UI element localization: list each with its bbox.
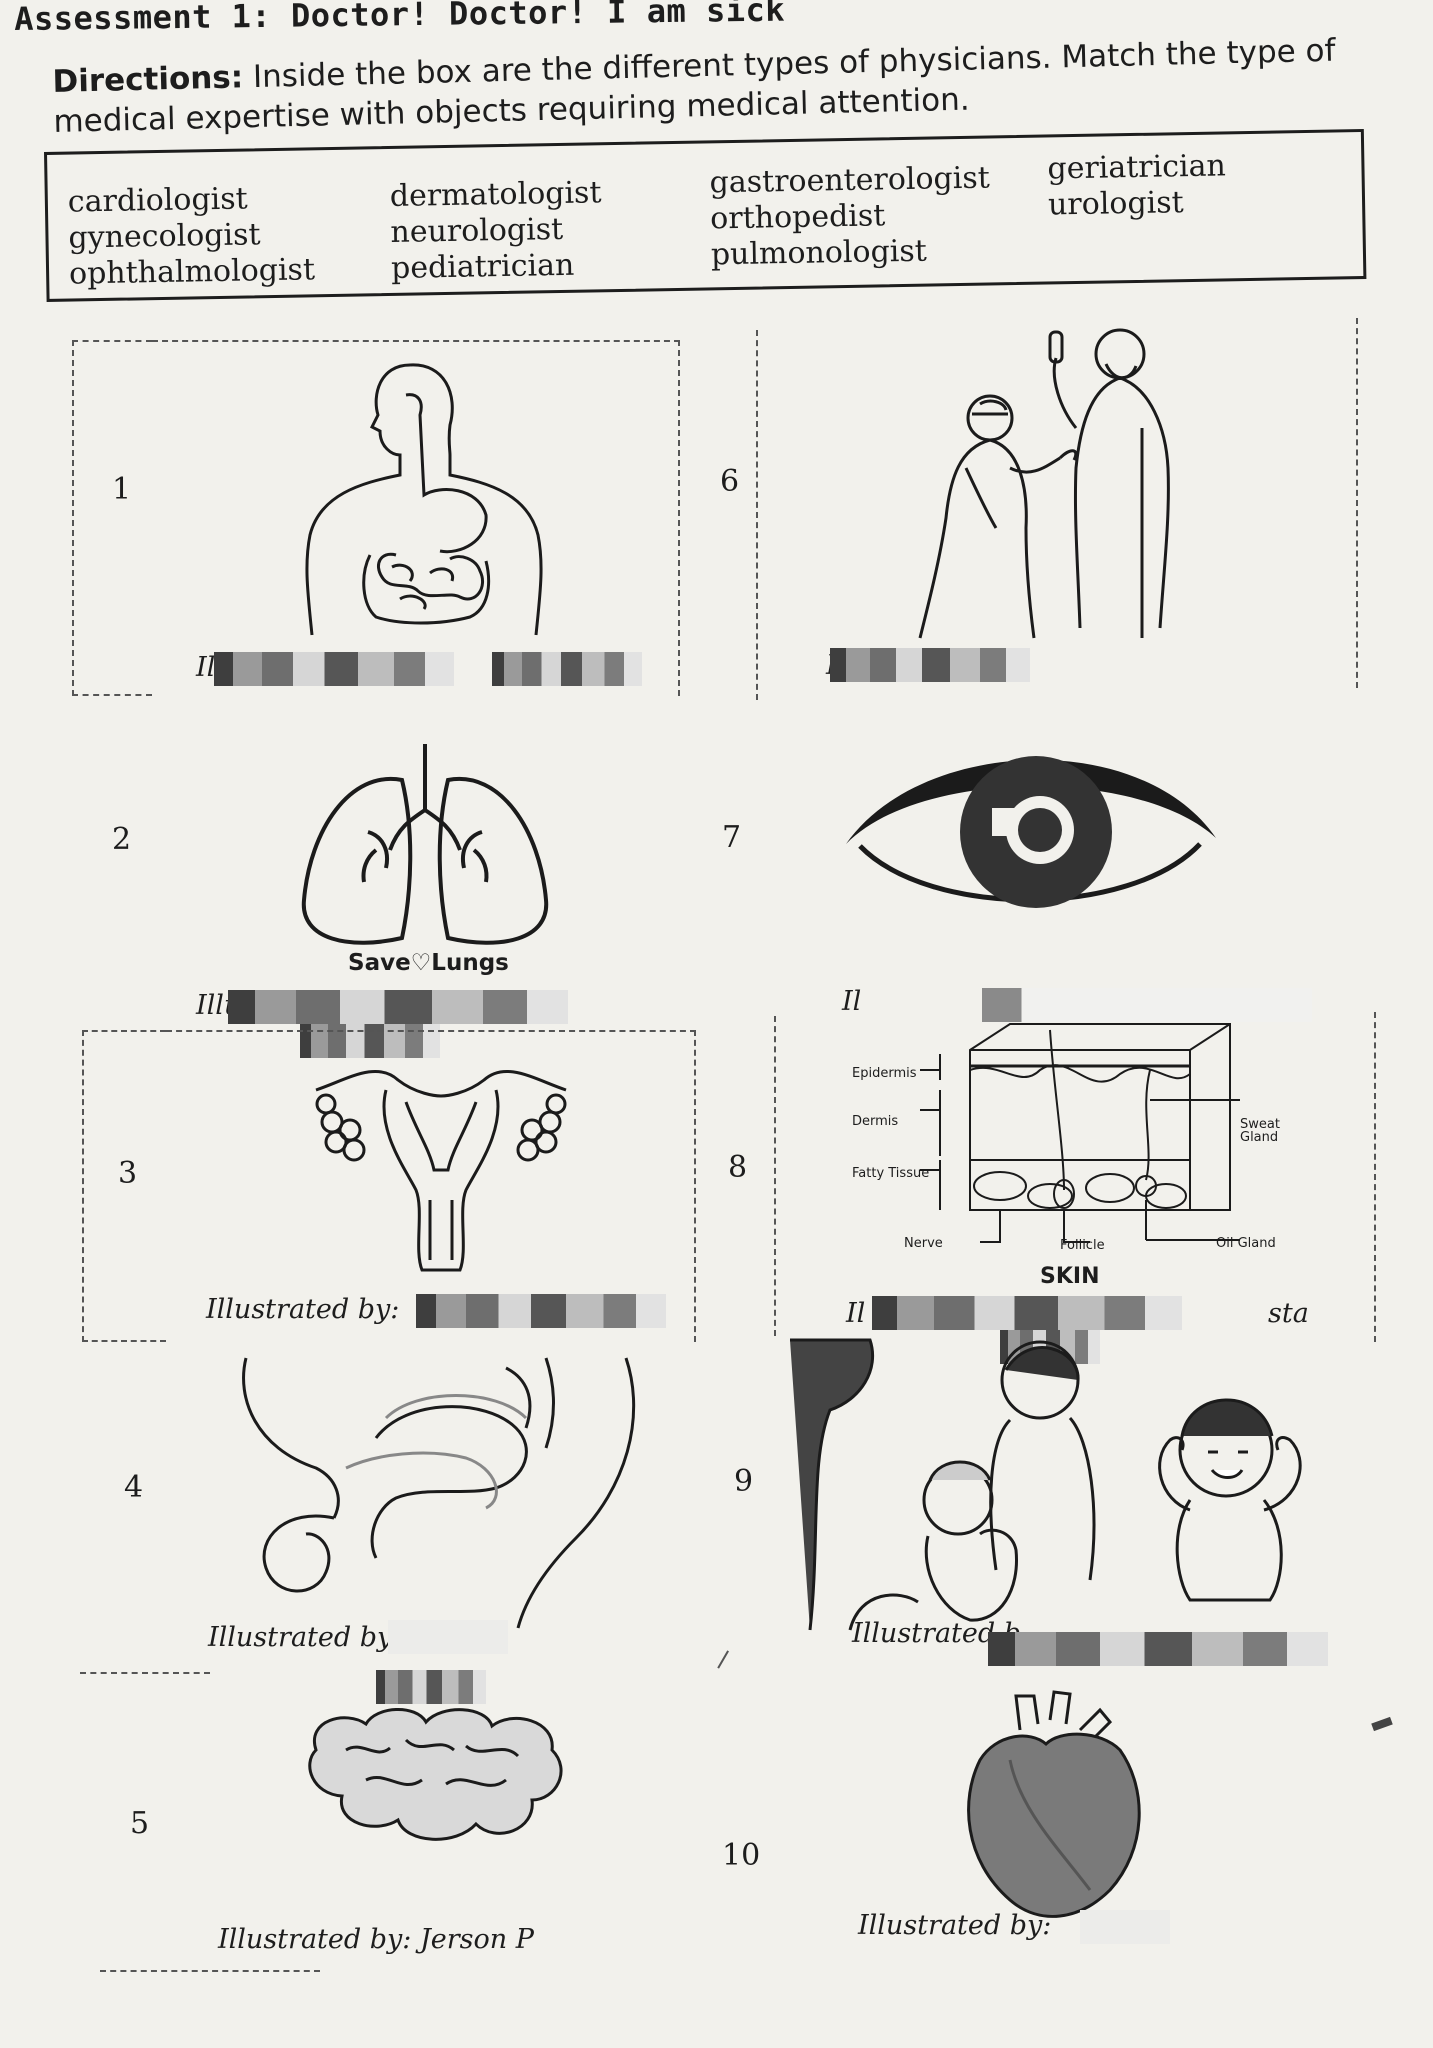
item-1-number: 1 [112, 472, 132, 507]
term-orthopedist: orthopedist [709, 198, 886, 237]
skin-label-nerve: Nerve [904, 1236, 943, 1251]
skin-label-dermis: Dermis [852, 1114, 899, 1129]
term-geriatrician: geriatrician [1047, 148, 1227, 187]
uterus-illustration [315, 1069, 567, 1272]
skin-label-sweat-gland: Sweat Gland [1240, 1117, 1280, 1145]
digestive-system-illustration [305, 363, 543, 636]
item-3-credit: Illustrated by: [206, 1294, 400, 1325]
term-pulmonologist: pulmonologist [710, 233, 928, 273]
eye-illustration [846, 756, 1216, 908]
male-urinary-system-illustration [242, 1357, 636, 1629]
term-pediatrician: pediatrician [390, 247, 575, 286]
item-3-frame [166, 1030, 696, 1342]
physician-word-box: cardiologist gynecologist ophthalmologis… [44, 128, 1367, 302]
item-10-number: 10 [722, 1838, 761, 1873]
item-2-number: 2 [112, 822, 132, 857]
item-1-frame [152, 340, 680, 696]
item-6-right-border [1300, 318, 1358, 688]
skin-cross-section-illustration [920, 1023, 1240, 1243]
item-8-right-border [1300, 1012, 1376, 1342]
item-6-number: 6 [720, 464, 740, 499]
term-cardiologist: cardiologist [67, 181, 248, 220]
item-5-divider [100, 1970, 320, 1972]
skin-label-epidermis: Epidermis [852, 1066, 917, 1081]
brain-illustration [308, 1708, 563, 1841]
item-7-credit: Il [842, 986, 862, 1017]
elderly-couple-illustration [918, 328, 1170, 639]
item-4-divider [80, 1672, 210, 1674]
item-9-number: 9 [734, 1464, 754, 1499]
term-ophthalmologist: ophthalmologist [68, 252, 316, 292]
item-3-number-box [82, 1030, 166, 1342]
item-2-credit-redacted-2 [300, 1024, 440, 1058]
item-8-credit: Il [846, 1298, 866, 1329]
item-4-credit: Illustrated by: [208, 1622, 402, 1653]
item-4-number: 4 [124, 1470, 144, 1505]
term-gastroenterologist: gastroenterologist [709, 160, 991, 201]
item-6-left-border [756, 330, 760, 700]
item-8-credit-tail: sta [1268, 1298, 1309, 1329]
item-2-credit-redacted [228, 990, 568, 1024]
item-1-number-box [72, 340, 152, 696]
directions: Directions: Inside the box are the diffe… [52, 30, 1374, 142]
item-1-credit-redacted-2 [492, 652, 642, 686]
heart-illustration [967, 1690, 1141, 1918]
item-5-number: 5 [130, 1806, 150, 1841]
column-divider-mark [717, 1650, 731, 1670]
children-illustration [790, 1338, 1302, 1631]
assessment-title: Assessment 1: Doctor! Doctor! I am sick [14, 0, 786, 38]
skin-title: SKIN [1040, 1264, 1100, 1289]
item-8-left-border [774, 1016, 778, 1336]
term-gynecologist: gynecologist [68, 217, 261, 256]
term-neurologist: neurologist [390, 211, 564, 250]
term-urologist: urologist [1047, 185, 1185, 223]
item-3-credit-redacted [416, 1294, 666, 1328]
item-5-top-redacted [376, 1670, 486, 1704]
item-8-number: 8 [728, 1150, 748, 1185]
item-10-credit: Illustrated by: [858, 1910, 1052, 1941]
item-9-credit-redacted [988, 1632, 1328, 1666]
term-dermatologist: dermatologist [389, 175, 602, 214]
skin-label-fatty-tissue: Fatty Tissue [852, 1166, 930, 1181]
item-8-credit-redacted [872, 1296, 1182, 1330]
item-7-number: 7 [722, 820, 742, 855]
item-3-number: 3 [118, 1156, 138, 1191]
directions-label: Directions: [52, 59, 244, 100]
item-5-credit: Illustrated by: Jerson P [218, 1924, 534, 1955]
item-1-credit: Il [196, 652, 216, 683]
item-7-credit-redacted [982, 988, 1312, 1022]
item-6-credit-redacted [830, 648, 1030, 682]
item-4-credit-redacted [388, 1620, 508, 1654]
lungs-caption: Save♡Lungs [348, 950, 509, 976]
page-corner-mark [1371, 1716, 1393, 1732]
item-1-credit-redacted [214, 652, 454, 686]
item-10-credit-redacted [1080, 1910, 1170, 1944]
lungs-illustration [301, 744, 549, 945]
